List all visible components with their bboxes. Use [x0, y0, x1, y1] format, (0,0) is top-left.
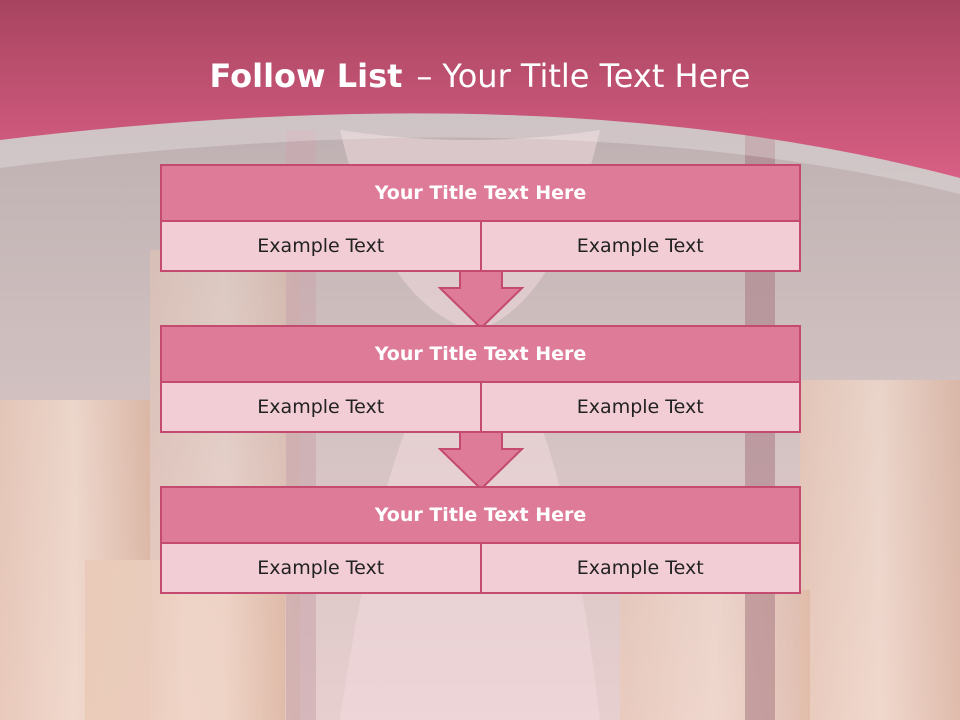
block-cell-right: Example Text: [481, 383, 801, 433]
block-row: Example Text Example Text: [160, 222, 801, 272]
list-block-1: Your Title Text Here Example Text Exampl…: [160, 164, 801, 272]
list-block-2: Your Title Text Here Example Text Exampl…: [160, 325, 801, 433]
slide-title: Follow List–Your Title Text Here: [0, 54, 960, 98]
down-arrow-icon: [438, 270, 524, 330]
block-title: Your Title Text Here: [160, 164, 801, 222]
block-cell-right: Example Text: [481, 222, 801, 272]
block-title: Your Title Text Here: [160, 486, 801, 544]
list-block-3: Your Title Text Here Example Text Exampl…: [160, 486, 801, 594]
title-separator: –: [416, 57, 433, 95]
title-rest: Your Title Text Here: [442, 57, 751, 95]
block-cell-left: Example Text: [160, 383, 482, 433]
block-cell-left: Example Text: [160, 222, 482, 272]
down-arrow-icon: [438, 431, 524, 491]
block-row: Example Text Example Text: [160, 383, 801, 433]
block-cell-right: Example Text: [481, 544, 801, 594]
block-cell-left: Example Text: [160, 544, 482, 594]
block-title: Your Title Text Here: [160, 325, 801, 383]
block-row: Example Text Example Text: [160, 544, 801, 594]
title-bold: Follow List: [209, 57, 403, 95]
